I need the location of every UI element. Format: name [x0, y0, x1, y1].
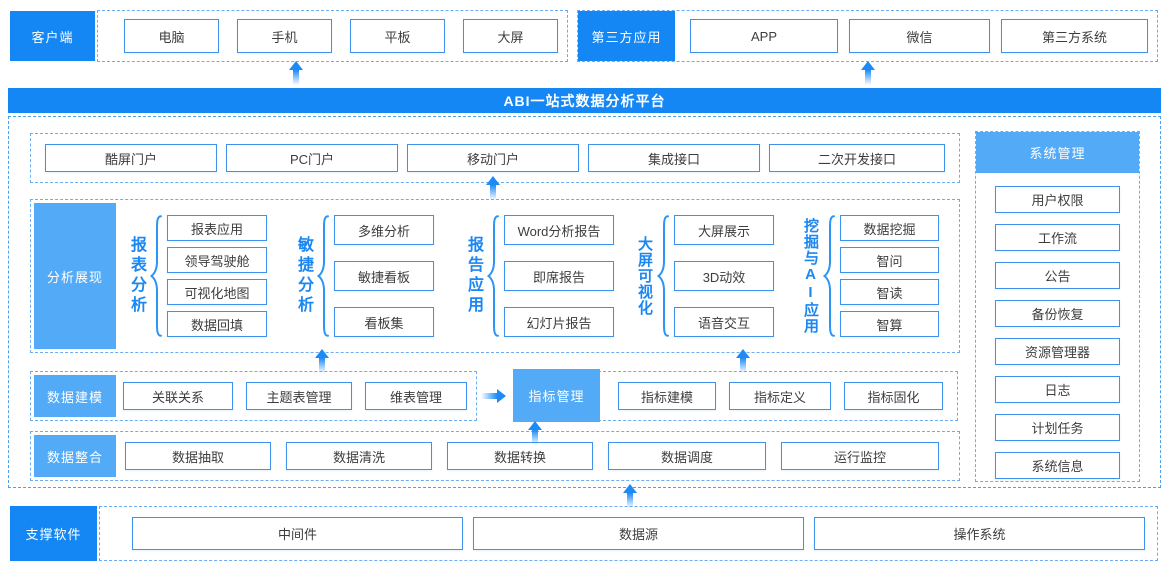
support-box: 中间件: [132, 517, 463, 550]
integration-box: 数据清洗: [286, 442, 432, 470]
portal-row: 酷屏门户 PC门户 移动门户 集成接口 二次开发接口: [30, 133, 960, 183]
portal-box: 酷屏门户: [45, 144, 217, 172]
analysis-item-box: Word分析报告: [504, 215, 614, 245]
client-device-box: 大屏: [463, 19, 558, 53]
indicator-box: 指标固化: [844, 382, 943, 410]
integration-box: 数据调度: [608, 442, 766, 470]
system-box: 工作流: [995, 224, 1120, 251]
analysis-group-report: 报表分析 报表应用 领导驾驶舱 可视化地图 数据回填: [126, 215, 267, 337]
integration-box: 数据抽取: [125, 442, 271, 470]
integration-label: 数据整合: [34, 435, 116, 477]
arrow-right-icon: [481, 389, 506, 403]
system-box: 资源管理器: [995, 338, 1120, 365]
modeling-row: 数据建模 关联关系 主题表管理 维表管理: [30, 371, 477, 421]
system-box: 系统信息: [995, 452, 1120, 479]
integration-row: 数据整合 数据抽取 数据清洗 数据转换 数据调度 运行监控: [30, 431, 960, 481]
analysis-item-box: 领导驾驶舱: [167, 247, 267, 273]
brace-icon: [150, 215, 163, 337]
arrow-up-icon: [528, 421, 542, 445]
arrow-up-icon: [861, 61, 875, 85]
system-management-label: 系统管理: [976, 132, 1139, 173]
client-device-box: 平板: [350, 19, 445, 53]
system-box: 用户权限: [995, 186, 1120, 213]
client-device-box: 电脑: [124, 19, 219, 53]
analysis-item-box: 报表应用: [167, 215, 267, 241]
indicator-management-label: 指标管理: [513, 369, 600, 422]
arrow-up-icon: [315, 349, 329, 373]
analysis-group-agile: 敏捷分析 多维分析 敏捷看板 看板集: [293, 215, 434, 337]
third-party-label: 第三方应用: [578, 11, 675, 61]
arrow-up-icon: [623, 484, 637, 508]
third-party-box: 第三方系统: [1001, 19, 1148, 53]
analysis-group-ai: 挖掘与AI应用 数据挖掘 智问 智读 智算: [801, 215, 939, 337]
indicator-row: 指标建模 指标定义 指标固化: [598, 371, 958, 421]
third-party-box: 微信: [849, 19, 990, 53]
client-label: 客户端: [10, 11, 95, 61]
support-row: 中间件 数据源 操作系统: [99, 506, 1158, 561]
system-box: 备份恢复: [995, 300, 1120, 327]
analysis-item-box: 大屏展示: [674, 215, 774, 245]
system-management-panel: 系统管理 用户权限 工作流 公告 备份恢复 资源管理器 日志 计划任务 系统信息: [975, 131, 1140, 482]
analysis-group-name: 报表分析: [128, 236, 145, 316]
analysis-item-box: 3D动效: [674, 261, 774, 291]
analysis-item-box: 语音交互: [674, 307, 774, 337]
analysis-item-box: 智读: [840, 279, 939, 305]
brace-icon: [823, 215, 836, 337]
portal-box: 二次开发接口: [769, 144, 945, 172]
arrow-up-icon: [736, 349, 750, 373]
modeling-box: 关联关系: [123, 382, 233, 410]
analysis-group-report-app: 报告应用 Word分析报告 即席报告 幻灯片报告: [463, 215, 614, 337]
support-box: 操作系统: [814, 517, 1145, 550]
analysis-group-name: 大屏可视化: [636, 236, 653, 316]
analysis-item-box: 数据挖掘: [840, 215, 939, 241]
indicator-box: 指标定义: [729, 382, 831, 410]
indicator-box: 指标建模: [618, 382, 716, 410]
arrow-up-icon: [486, 176, 500, 200]
support-box: 数据源: [473, 517, 804, 550]
analysis-item-box: 看板集: [334, 307, 434, 337]
system-box: 日志: [995, 376, 1120, 403]
analysis-section-label: 分析展现: [34, 203, 116, 349]
modeling-box: 维表管理: [365, 382, 467, 410]
analysis-item-box: 可视化地图: [167, 279, 267, 305]
analysis-item-box: 幻灯片报告: [504, 307, 614, 337]
analysis-group-bigscreen: 大屏可视化 大屏展示 3D动效 语音交互: [635, 215, 774, 337]
system-box: 计划任务: [995, 414, 1120, 441]
analysis-item-box: 即席报告: [504, 261, 614, 291]
analysis-group-name: 挖掘与AI应用: [802, 218, 819, 334]
analysis-group-name: 敏捷分析: [295, 236, 312, 316]
modeling-label: 数据建模: [34, 375, 116, 417]
analysis-item-box: 敏捷看板: [334, 261, 434, 291]
third-party-box: APP: [690, 19, 838, 53]
system-box: 公告: [995, 262, 1120, 289]
modeling-box: 主题表管理: [246, 382, 352, 410]
platform-title-banner: ABI一站式数据分析平台: [8, 88, 1161, 113]
integration-box: 数据转换: [447, 442, 593, 470]
brace-icon: [317, 215, 330, 337]
analysis-item-box: 智问: [840, 247, 939, 273]
client-container: 电脑 手机 平板 大屏: [97, 10, 568, 62]
support-label: 支撑软件: [10, 506, 97, 561]
analysis-item-box: 多维分析: [334, 215, 434, 245]
analysis-group-name: 报告应用: [465, 236, 482, 316]
brace-icon: [487, 215, 500, 337]
analysis-item-box: 数据回填: [167, 311, 267, 337]
third-party-container: APP 微信 第三方系统: [577, 10, 1158, 62]
client-device-box: 手机: [237, 19, 332, 53]
analysis-item-box: 智算: [840, 311, 939, 337]
brace-icon: [657, 215, 670, 337]
platform-container: [8, 116, 1161, 488]
portal-box: 移动门户: [407, 144, 579, 172]
portal-box: PC门户: [226, 144, 398, 172]
arrow-up-icon: [289, 61, 303, 85]
portal-box: 集成接口: [588, 144, 760, 172]
integration-box: 运行监控: [781, 442, 939, 470]
